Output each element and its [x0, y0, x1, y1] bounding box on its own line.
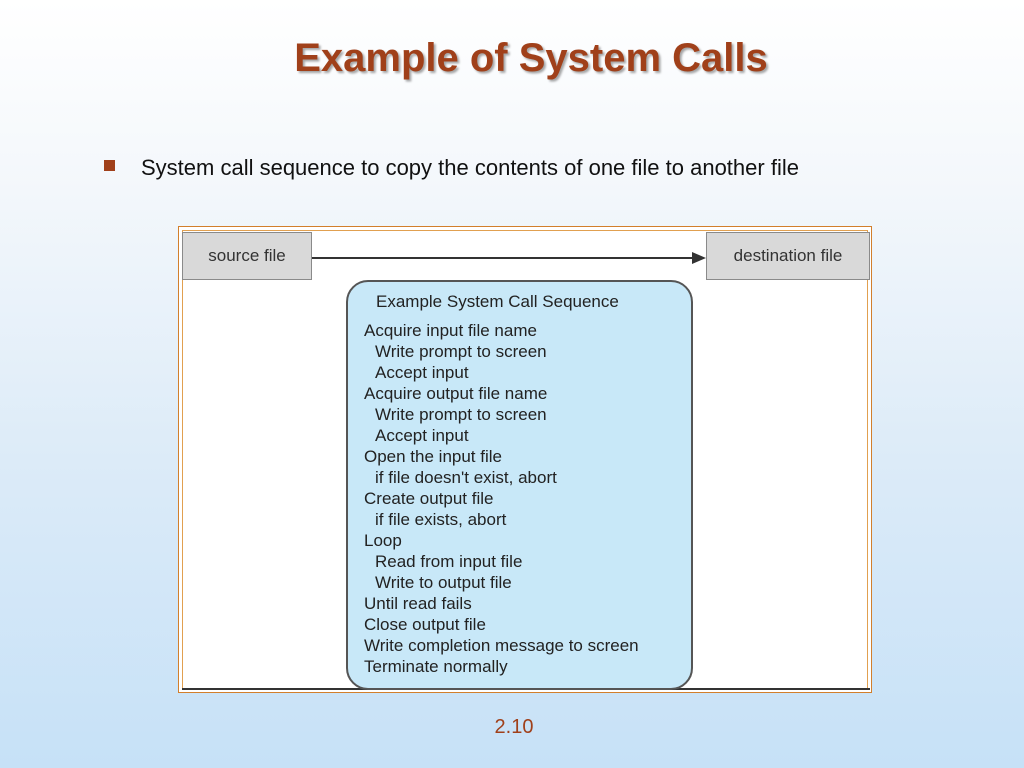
arrow-head: [692, 252, 706, 264]
system-call-sequence-box: Example System Call Sequence Acquire inp…: [346, 280, 693, 690]
sequence-step: Accept input: [375, 363, 469, 382]
sequence-step: Read from input file: [375, 552, 523, 571]
sequence-step: if file doesn't exist, abort: [375, 468, 557, 487]
source-file-box: source file: [182, 232, 312, 280]
sequence-step: Until read fails: [364, 594, 472, 613]
sequence-step: Write completion message to screen: [364, 636, 639, 655]
destination-file-label: destination file: [733, 246, 843, 265]
square-bullet-icon: [104, 160, 115, 171]
sequence-step: Write prompt to screen: [375, 342, 547, 361]
sequence-step: Terminate normally: [364, 657, 508, 676]
bullet-text: System call sequence to copy the content…: [141, 155, 799, 180]
sequence-step: Write prompt to screen: [375, 405, 547, 424]
sequence-step: Acquire input file name: [364, 321, 537, 340]
sequence-step: Write to output file: [375, 573, 512, 592]
sequence-title: Example System Call Sequence: [376, 292, 619, 311]
page-number: 2.10: [494, 716, 534, 738]
sequence-step: if file exists, abort: [375, 510, 507, 529]
destination-file-box: destination file: [706, 232, 870, 280]
source-file-label: source file: [208, 246, 286, 265]
slide-title: Example of System Calls: [294, 36, 768, 80]
bullet-item: System call sequence to copy the content…: [104, 152, 884, 183]
sequence-step: Acquire output file name: [364, 384, 548, 403]
sequence-step: Accept input: [375, 426, 469, 445]
sequence-step: Create output file: [364, 489, 494, 508]
sequence-step: Open the input file: [364, 447, 502, 466]
sequence-step: Loop: [364, 531, 402, 550]
right-arrow-icon: [312, 252, 706, 264]
sequence-step: Close output file: [364, 615, 486, 634]
